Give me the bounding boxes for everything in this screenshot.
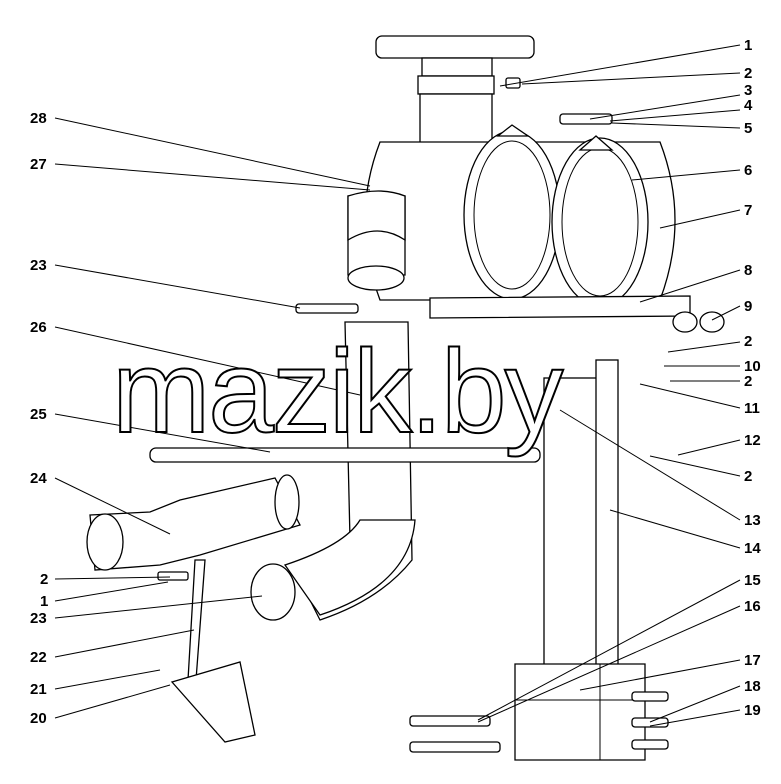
callout-11: 11	[744, 400, 760, 417]
callout-25: 25	[30, 406, 47, 423]
callout-12: 12	[744, 432, 761, 449]
callout-4: 4	[744, 97, 753, 114]
callout-24: 24	[30, 470, 47, 487]
callout-9: 9	[744, 298, 752, 315]
callout-2: 2	[744, 468, 752, 485]
callout-23: 23	[30, 610, 47, 627]
callout-14: 14	[744, 540, 761, 557]
callout-15: 15	[744, 572, 761, 589]
callout-26: 26	[30, 319, 47, 336]
callout-17: 17	[744, 652, 761, 669]
callout-10: 10	[744, 358, 761, 375]
callout-5: 5	[744, 120, 752, 137]
callout-28: 28	[30, 110, 47, 127]
callout-1: 1	[40, 593, 48, 610]
callout-27: 27	[30, 156, 47, 173]
callout-7: 7	[744, 202, 752, 219]
callout-20: 20	[30, 710, 47, 727]
leader-lines	[54, 44, 741, 727]
callout-18: 18	[744, 678, 761, 695]
callout-2: 2	[744, 333, 752, 350]
callout-21: 21	[30, 681, 47, 698]
callout-8: 8	[744, 262, 752, 279]
callout-2: 2	[744, 65, 752, 82]
callout-16: 16	[744, 598, 761, 615]
callout-6: 6	[744, 162, 752, 179]
callout-19: 19	[744, 702, 761, 719]
callout-1: 1	[744, 37, 752, 54]
callout-23: 23	[30, 257, 47, 274]
callout-13: 13	[744, 512, 761, 529]
callout-2: 2	[40, 571, 48, 588]
watermark: mazik.by	[112, 326, 564, 458]
air-filter-assembly	[86, 35, 725, 761]
callout-2: 2	[744, 373, 752, 390]
callout-22: 22	[30, 649, 47, 666]
callout-labels: 1 2 3 4 5 6 7 8 9 2 10 2 11 12 2 13 14 1…	[30, 37, 761, 727]
callout-3: 3	[744, 82, 752, 99]
